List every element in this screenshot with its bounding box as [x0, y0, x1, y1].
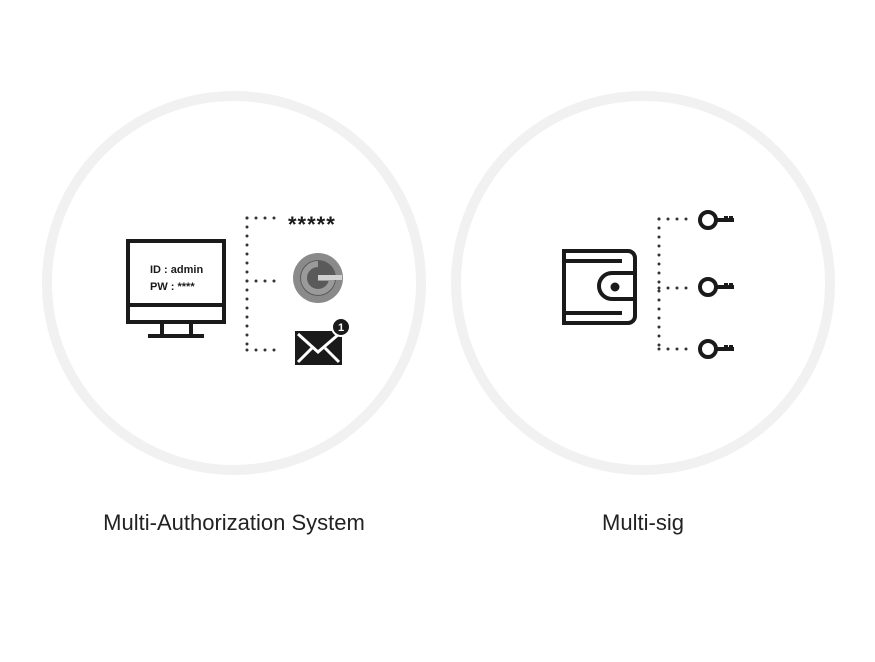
multi-sig-label: Multi-sig [602, 510, 684, 535]
screen-id-text: ID : admin [150, 264, 203, 276]
right-dotted-connector [657, 217, 697, 351]
key-icon [698, 277, 734, 297]
wallet-icon [562, 249, 637, 325]
right-ring [451, 91, 835, 475]
key-icon [698, 339, 734, 359]
password-mask-text: ***** [288, 212, 336, 237]
left-dotted-connector [245, 216, 282, 352]
mail-icon [295, 317, 351, 365]
authenticator-icon [293, 253, 343, 303]
monitor-icon [126, 239, 226, 338]
key-icon [698, 210, 734, 230]
mail-badge-count: 1 [338, 322, 344, 334]
left-ring [42, 91, 426, 475]
multi-authorization-label: Multi-Authorization System [103, 510, 365, 535]
screen-pw-text: PW : **** [150, 281, 195, 293]
mail-badge [331, 317, 351, 337]
